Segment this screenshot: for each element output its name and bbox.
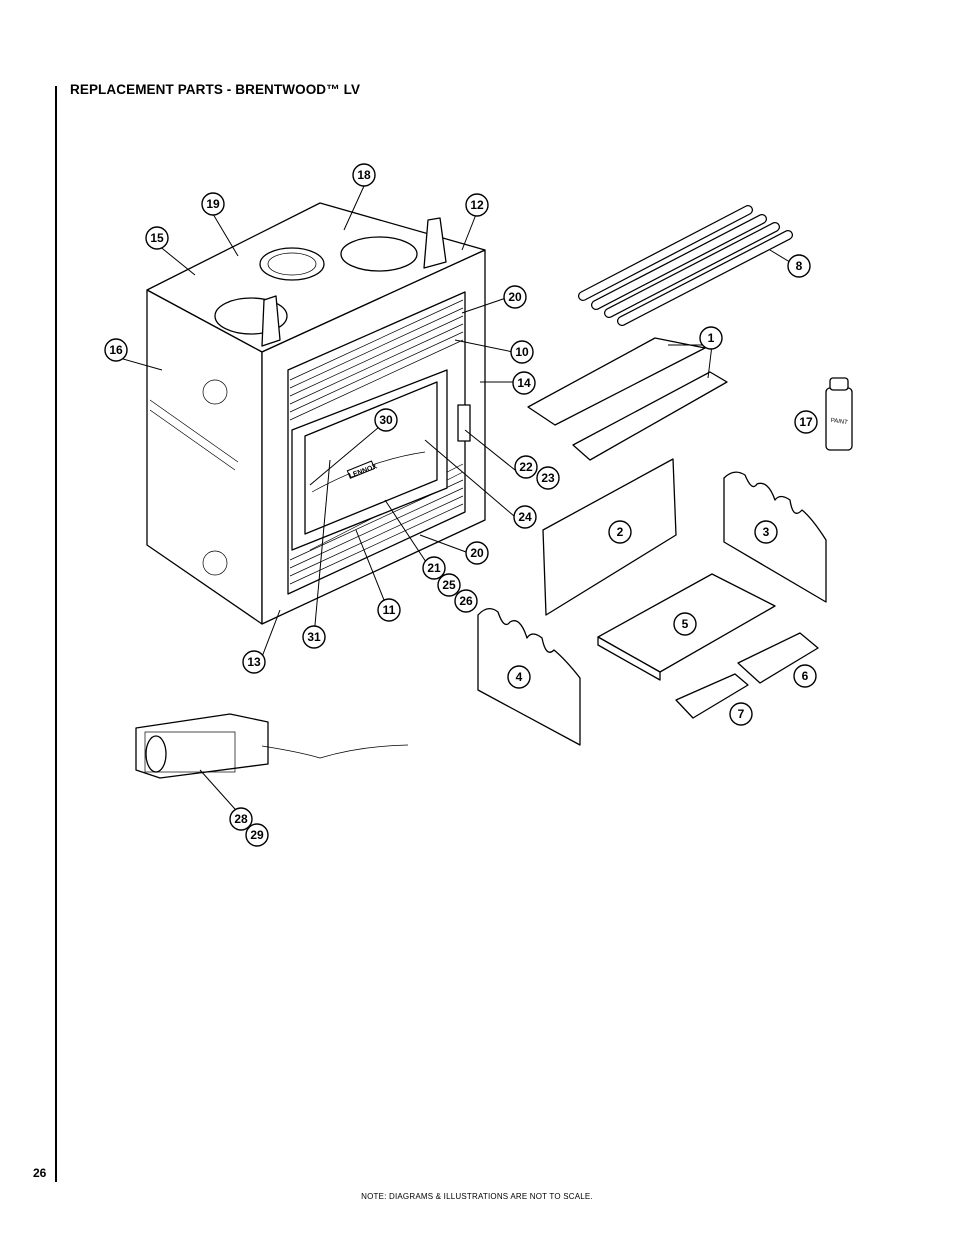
callout-1: 1 xyxy=(699,326,723,350)
page-title: REPLACEMENT PARTS - BRENTWOOD™ LV xyxy=(70,82,361,97)
svg-text:29: 29 xyxy=(250,828,264,842)
callout-17: 18 xyxy=(352,163,376,187)
margin-rule xyxy=(55,86,57,1182)
callout-15: 15 xyxy=(145,226,169,250)
callout-28: 28 xyxy=(229,807,253,831)
svg-text:21: 21 xyxy=(427,561,441,575)
svg-text:22: 22 xyxy=(519,460,533,474)
callout-2: 2 xyxy=(608,520,632,544)
svg-text:18: 18 xyxy=(357,168,371,182)
top-panel-part xyxy=(527,337,728,461)
log-support-left xyxy=(675,673,749,719)
callout-26: 26 xyxy=(454,589,478,613)
callout-30: 30 xyxy=(374,408,398,432)
callouts: 18 19 12 15 8 20 1 16 10 14 30 17 22 23 … xyxy=(104,163,818,847)
leader-lines xyxy=(115,185,799,819)
callout-29: 29 xyxy=(245,823,269,847)
svg-text:16: 16 xyxy=(109,343,123,357)
callout-13: 13 xyxy=(242,650,266,674)
blower-assembly xyxy=(135,713,409,779)
svg-text:11: 11 xyxy=(383,603,396,617)
svg-text:10: 10 xyxy=(515,345,529,359)
svg-text:12: 12 xyxy=(470,198,484,212)
callout-25: 25 xyxy=(437,573,461,597)
svg-text:2: 2 xyxy=(617,525,624,539)
svg-text:25: 25 xyxy=(442,578,456,592)
svg-text:31: 31 xyxy=(307,630,321,644)
callout-6: 6 xyxy=(793,664,817,688)
svg-text:1: 1 xyxy=(708,331,715,345)
svg-text:24: 24 xyxy=(518,510,532,524)
page-number: 26 xyxy=(33,1166,47,1180)
callout-20-bottom: 20 xyxy=(465,541,489,565)
svg-text:23: 23 xyxy=(541,471,555,485)
callout-21: 21 xyxy=(422,556,446,580)
callout-8: 8 xyxy=(787,254,811,278)
callout-14: 14 xyxy=(512,371,536,395)
callout-12: 12 xyxy=(465,193,489,217)
svg-text:20: 20 xyxy=(508,290,522,304)
callout-3: 3 xyxy=(754,520,778,544)
svg-text:5: 5 xyxy=(682,617,689,631)
callout-7: 7 xyxy=(729,702,753,726)
callout-10: 10 xyxy=(510,340,534,364)
callout-4: 4 xyxy=(507,665,531,689)
callout-18: 19 xyxy=(201,192,225,216)
svg-text:8: 8 xyxy=(796,259,803,273)
callout-31: 31 xyxy=(302,625,326,649)
svg-text:14: 14 xyxy=(517,376,531,390)
svg-text:19: 19 xyxy=(206,197,220,211)
svg-text:6: 6 xyxy=(802,669,809,683)
svg-text:28: 28 xyxy=(234,812,248,826)
callout-24: 24 xyxy=(513,505,537,529)
callout-11: 11 xyxy=(377,598,401,622)
callout-20-top: 20 xyxy=(503,285,527,309)
svg-text:3: 3 xyxy=(763,525,770,539)
callout-5: 5 xyxy=(673,612,697,636)
svg-text:17: 17 xyxy=(799,415,813,429)
svg-text:13: 13 xyxy=(247,655,261,669)
svg-text:15: 15 xyxy=(150,231,164,245)
svg-text:26: 26 xyxy=(459,594,473,608)
log-support-right xyxy=(737,632,819,684)
svg-text:7: 7 xyxy=(738,707,745,721)
callout-19: 17 xyxy=(794,410,818,434)
callout-23: 23 xyxy=(536,466,560,490)
fireplace-unit xyxy=(146,202,486,625)
svg-text:30: 30 xyxy=(379,413,393,427)
svg-text:20: 20 xyxy=(470,546,484,560)
scale-note: NOTE: DIAGRAMS & ILLUSTRATIONS ARE NOT T… xyxy=(361,1192,593,1201)
svg-text:4: 4 xyxy=(516,670,523,684)
paint-bottle: PAINT xyxy=(825,377,853,451)
burner-tubes xyxy=(578,205,793,326)
svg-text:PAINT: PAINT xyxy=(830,418,848,426)
callout-16: 16 xyxy=(104,338,128,362)
callout-22: 22 xyxy=(514,455,538,479)
